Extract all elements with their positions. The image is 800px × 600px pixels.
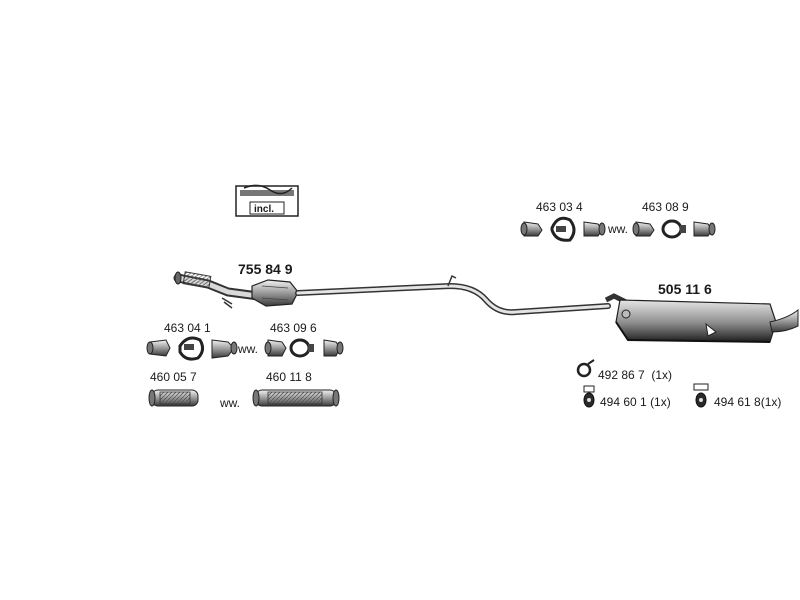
front-pipe — [173, 271, 263, 309]
part-number-hanger-c: 494 61 8(1x) — [714, 395, 781, 409]
flex-pipe-b-icon — [252, 389, 340, 407]
hanger-b-qty: (1x) — [650, 395, 671, 409]
part-number-catalytic-converter: 755 84 9 — [238, 261, 293, 277]
hanger-b-number: 494 60 1 — [600, 395, 647, 409]
alt-label: ww. — [238, 342, 259, 356]
flex-pipe-a-icon — [148, 389, 199, 407]
part-number-clamp-set-b: 463 09 6 — [270, 321, 317, 335]
middle-pipe — [295, 274, 611, 316]
alt-label: ww. — [608, 222, 629, 236]
incl-label: incl. — [254, 204, 275, 215]
clamp-set-c-icons — [520, 216, 606, 242]
hanger-c-number: 494 61 8 — [714, 395, 761, 409]
part-number-clamp-set-a: 463 04 1 — [164, 321, 211, 335]
part-number-clamp-set-d: 463 08 9 — [642, 200, 689, 214]
rear-silencer-icon — [604, 293, 799, 343]
clamp-set-d-icons — [632, 219, 716, 239]
gasket-kit-icon — [235, 184, 299, 217]
clamp-set-b-icons — [264, 338, 344, 358]
hanger-b-icon — [583, 385, 595, 408]
part-number-hanger-b: 494 60 1 (1x) — [600, 395, 671, 409]
part-number-rear-silencer: 505 11 6 — [658, 281, 712, 297]
hanger-a-icon — [576, 359, 595, 378]
hanger-c-icon — [693, 383, 709, 408]
part-number-clamp-set-c: 463 03 4 — [536, 200, 583, 214]
alt-label: ww. — [220, 396, 241, 410]
hanger-a-number: 492 86 7 — [598, 368, 645, 382]
clamp-set-a-icons — [146, 336, 238, 361]
part-number-hanger-a: 492 86 7 (1x) — [598, 368, 672, 382]
part-number-flex-pipe-a: 460 05 7 — [150, 370, 197, 384]
catalytic-converter-icon — [251, 279, 299, 307]
hanger-a-qty: (1x) — [651, 368, 673, 382]
hanger-c-qty: (1x) — [760, 395, 782, 409]
part-number-flex-pipe-b: 460 11 8 — [266, 370, 312, 384]
